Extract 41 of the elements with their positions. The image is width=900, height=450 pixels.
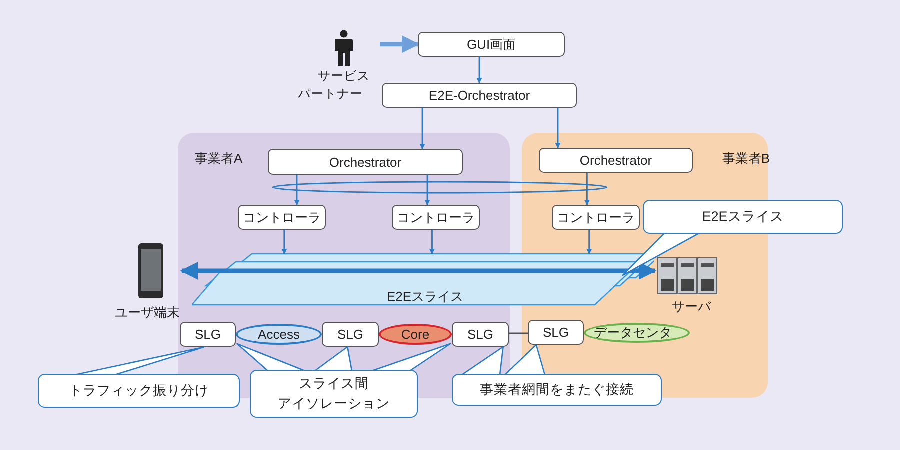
arrow [294,175,300,206]
process-box: SLG [322,322,379,347]
node-caption: パートナー [298,86,364,103]
process-box: GUI画面 [418,32,565,57]
process-box: コントローラ [392,205,480,230]
block-arrow [380,35,420,54]
arrow [420,108,426,150]
callout-tail [236,343,306,372]
network-segment: Access [236,324,322,345]
arrow [584,173,590,206]
process-box: SLG [180,322,236,347]
network-segment: データセンタ [584,323,690,343]
process-box: Orchestrator [539,148,693,173]
region-label: 事業者B [722,150,770,168]
process-box: コントローラ [238,205,326,230]
process-box: E2E-Orchestrator [382,83,577,108]
callout-bubble: E2Eスライス [643,200,843,234]
callout-tail [314,346,353,372]
region-label: 事業者A [195,150,243,168]
callout-bubble: トラフィック振り分け [38,374,240,408]
callout-tail [622,232,701,276]
node-caption: サービス [317,68,371,85]
block-arrow [180,262,657,280]
arrow [586,230,592,255]
network-segment: Core [379,324,452,345]
server-label: サーバ [672,298,711,316]
arrow [555,108,561,149]
arrow [282,230,288,255]
process-box: SLG [528,320,584,345]
slice-label: E2Eスライス [387,288,464,306]
process-box: Orchestrator [268,149,463,175]
process-box: コントローラ [552,205,640,230]
device-label: ユーザ端末 [115,304,180,322]
arrow [429,230,436,255]
link-line [509,332,528,334]
callout-tail [461,346,504,376]
callout-tail [371,343,452,372]
arrow [476,57,482,84]
process-box: SLG [452,322,509,347]
callout-tail [504,344,546,376]
arrow [424,175,430,206]
